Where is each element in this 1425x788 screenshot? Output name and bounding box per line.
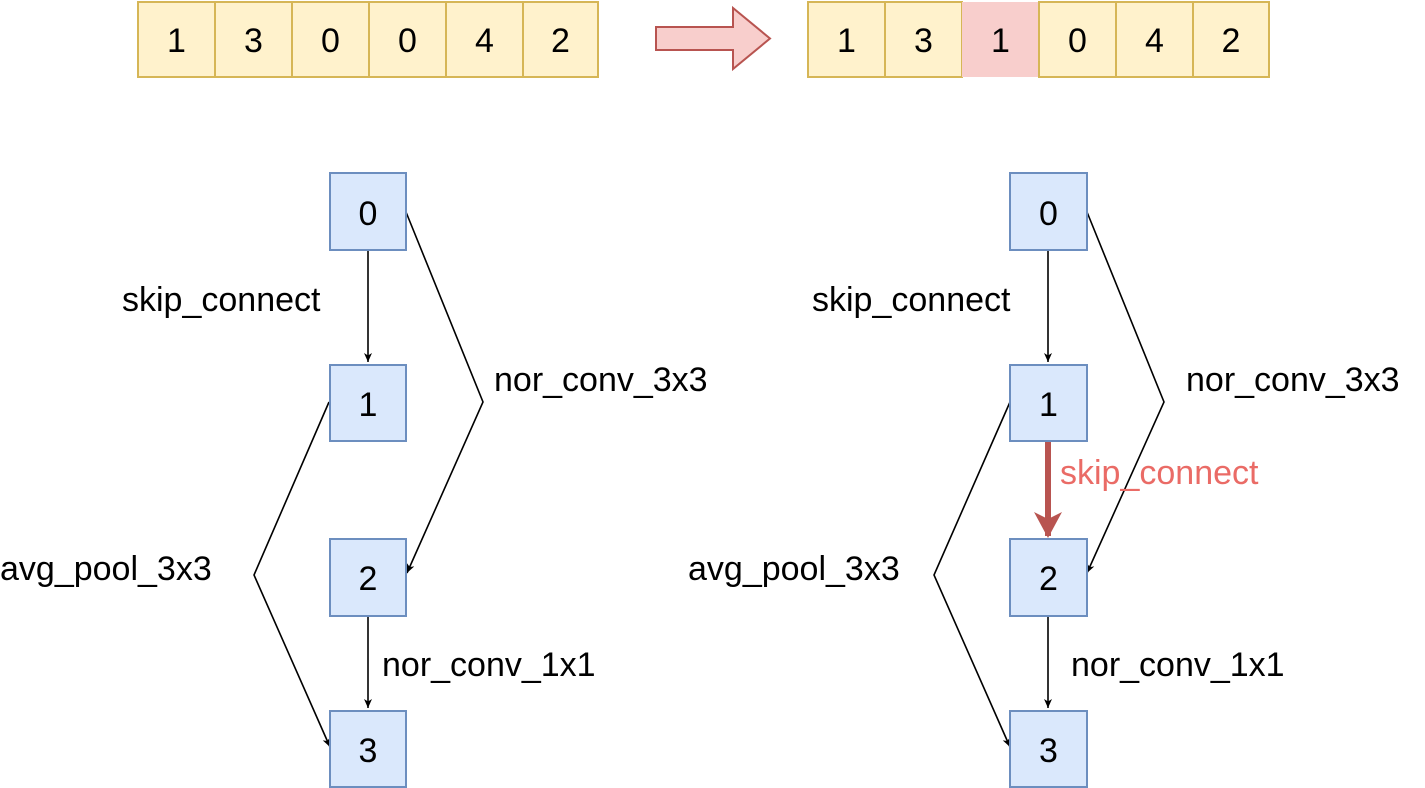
- encoding-cell: 1: [137, 1, 216, 78]
- edge-0-to-2: [1086, 211, 1165, 574]
- encoding-cell-value: 1: [991, 22, 1010, 60]
- node-3: 3: [329, 710, 407, 788]
- edge-label-skip-connect: skip_connect: [122, 281, 321, 319]
- encoding-cell-value: 4: [1145, 22, 1164, 60]
- encoding-cell: 0: [368, 1, 447, 78]
- encoding-cell: 4: [445, 1, 524, 78]
- edge-0-to-2: [405, 211, 484, 574]
- edge-label-avg-pool-3x3: avg_pool_3x3: [688, 550, 900, 588]
- node-label: 0: [1039, 195, 1058, 233]
- node-1: 1: [1009, 364, 1088, 442]
- edge-label-skip-connect-changed: skip_connect: [1060, 454, 1259, 492]
- node-label: 2: [359, 560, 378, 598]
- edge-label-skip-connect: skip_connect: [812, 281, 1011, 319]
- encoding-cell-value: 3: [244, 22, 263, 60]
- encoding-cell: 4: [1115, 1, 1194, 78]
- node-3: 3: [1009, 710, 1088, 788]
- node-0: 0: [329, 172, 407, 251]
- encoding-cell: 2: [1192, 1, 1270, 78]
- encoding-cell-value: 2: [1222, 22, 1241, 60]
- encoding-cell-value: 2: [551, 22, 570, 60]
- encoding-cell-value: 0: [398, 22, 417, 60]
- node-label: 2: [1039, 560, 1058, 598]
- encoding-cell-value: 4: [475, 22, 494, 60]
- edge-label-nor-conv-1x1: nor_conv_1x1: [1071, 646, 1285, 684]
- encoding-cell: 3: [884, 1, 963, 78]
- encoding-before: 1 3 0 0 4 2: [137, 1, 599, 78]
- edge-label-nor-conv-3x3: nor_conv_3x3: [494, 361, 708, 399]
- node-label: 3: [1039, 732, 1058, 770]
- encoding-after: 1 3 1 0 4 2: [807, 1, 1270, 78]
- node-label: 0: [359, 195, 378, 233]
- node-2: 2: [1009, 538, 1088, 617]
- node-label: 1: [359, 386, 378, 424]
- right-arrow-icon: [655, 5, 772, 72]
- encoding-cell: 0: [1038, 1, 1117, 78]
- encoding-cell-changed: 1: [962, 2, 1039, 77]
- node-1: 1: [329, 364, 407, 442]
- encoding-cell: 1: [807, 1, 886, 78]
- encoding-cell: 2: [522, 1, 599, 78]
- encoding-cell-value: 0: [321, 22, 340, 60]
- encoding-cell-value: 0: [1068, 22, 1087, 60]
- node-0: 0: [1009, 172, 1088, 251]
- edge-label-nor-conv-3x3: nor_conv_3x3: [1186, 361, 1400, 399]
- encoding-cell-value: 1: [837, 22, 856, 60]
- edge-1-to-3: [933, 401, 1011, 748]
- edge-1-to-3: [253, 401, 331, 748]
- cell-graph-after: skip_connect nor_conv_3x3 skip_connect a…: [688, 172, 1400, 788]
- cell-graph-before: skip_connect nor_conv_3x3 avg_pool_3x3 n…: [0, 172, 708, 788]
- encoding-cell: 3: [214, 1, 293, 78]
- node-2: 2: [329, 538, 407, 617]
- node-label: 1: [1039, 386, 1058, 424]
- encoding-cell: 0: [291, 1, 370, 78]
- edge-label-avg-pool-3x3: avg_pool_3x3: [0, 550, 212, 588]
- encoding-cell-value: 3: [914, 22, 933, 60]
- edge-label-nor-conv-1x1: nor_conv_1x1: [382, 646, 596, 684]
- node-label: 3: [359, 732, 378, 770]
- encoding-cell-value: 1: [167, 22, 186, 60]
